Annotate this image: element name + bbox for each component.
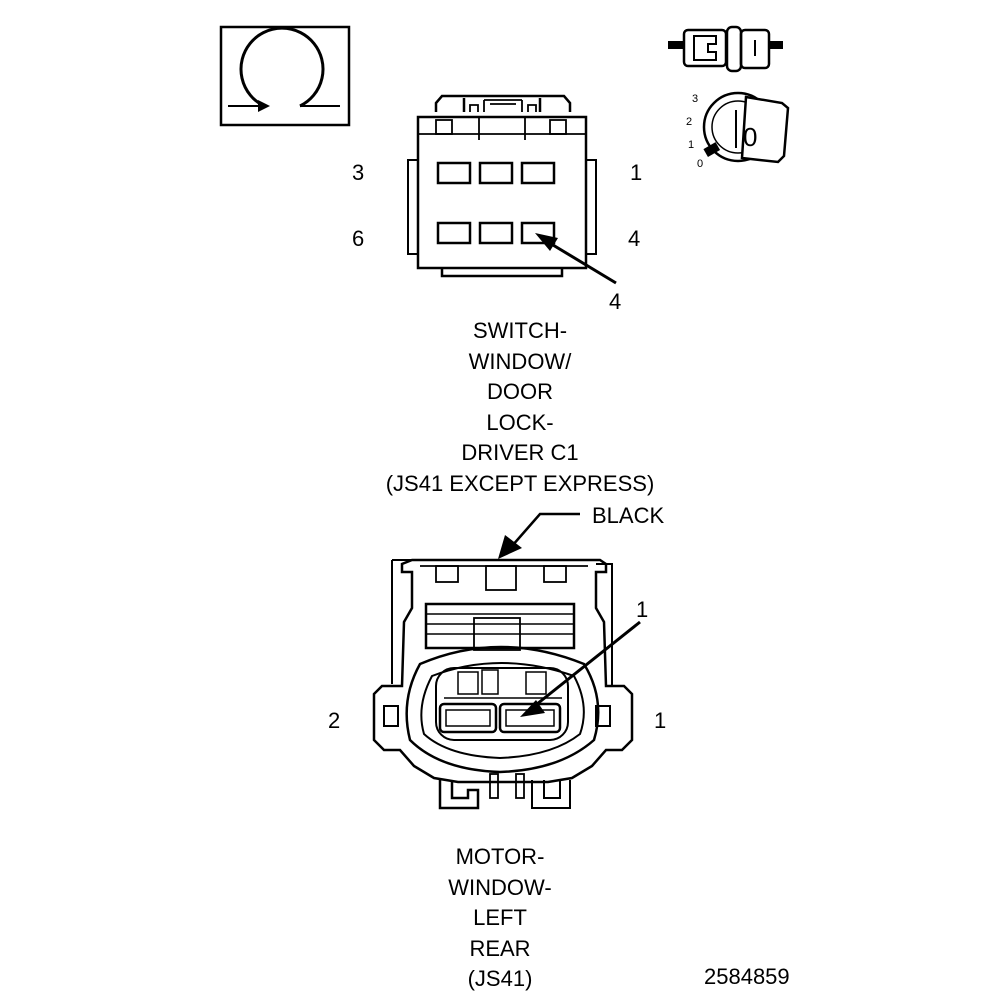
switch-pin-label-6: 6 — [352, 226, 365, 251]
motor-pin-label-2: 2 — [328, 708, 341, 733]
ignition-key-icon — [702, 91, 790, 164]
ignition-position-2: 2 — [686, 116, 692, 128]
switch-connector-caption: SWITCH- WINDOW/ DOOR LOCK- DRIVER C1 (JS… — [320, 316, 720, 499]
connector-plug-icon — [668, 25, 783, 73]
circular-arrow-icon — [219, 25, 351, 127]
ignition-key-label: 0 — [743, 122, 757, 152]
caption-line: LEFT — [473, 905, 527, 930]
motor-pin-label-1: 1 — [654, 708, 667, 733]
caption-line: WINDOW/ — [468, 348, 572, 374]
motor-callout-arrow — [520, 620, 641, 717]
caption-line: (JS41) — [467, 966, 533, 991]
motor-callout-label: 1 — [636, 597, 649, 622]
switch-pin-label-3: 3 — [352, 160, 365, 185]
switch-callout-arrow — [535, 233, 617, 285]
caption-line: REAR — [469, 935, 531, 961]
caption-line: LOCK- — [486, 409, 554, 435]
black-color-label: BLACK — [592, 503, 665, 528]
caption-line: DOOR — [487, 379, 553, 404]
ignition-position-0: 0 — [697, 158, 703, 170]
switch-connector-c1 — [407, 94, 597, 278]
caption-line: MOTOR- — [455, 844, 545, 869]
caption-line: SWITCH- — [472, 318, 568, 343]
ignition-position-3: 3 — [692, 93, 698, 105]
switch-pin-label-4: 4 — [628, 226, 641, 251]
caption-line: (JS41 EXCEPT EXPRESS) — [385, 470, 655, 496]
motor-window-connector — [372, 558, 634, 810]
motor-connector-caption: MOTOR- WINDOW- LEFT REAR (JS41) — [350, 842, 650, 995]
switch-pin-label-1: 1 — [630, 160, 643, 185]
caption-line: WINDOW- — [448, 874, 552, 900]
black-color-callout — [498, 512, 580, 559]
reference-number: 2584859 — [704, 964, 790, 989]
caption-line: DRIVER C1 — [461, 440, 579, 465]
ignition-position-labels: 3 2 1 0 — [686, 93, 703, 170]
switch-callout-label: 4 — [609, 289, 622, 314]
ignition-position-1: 1 — [688, 139, 694, 151]
